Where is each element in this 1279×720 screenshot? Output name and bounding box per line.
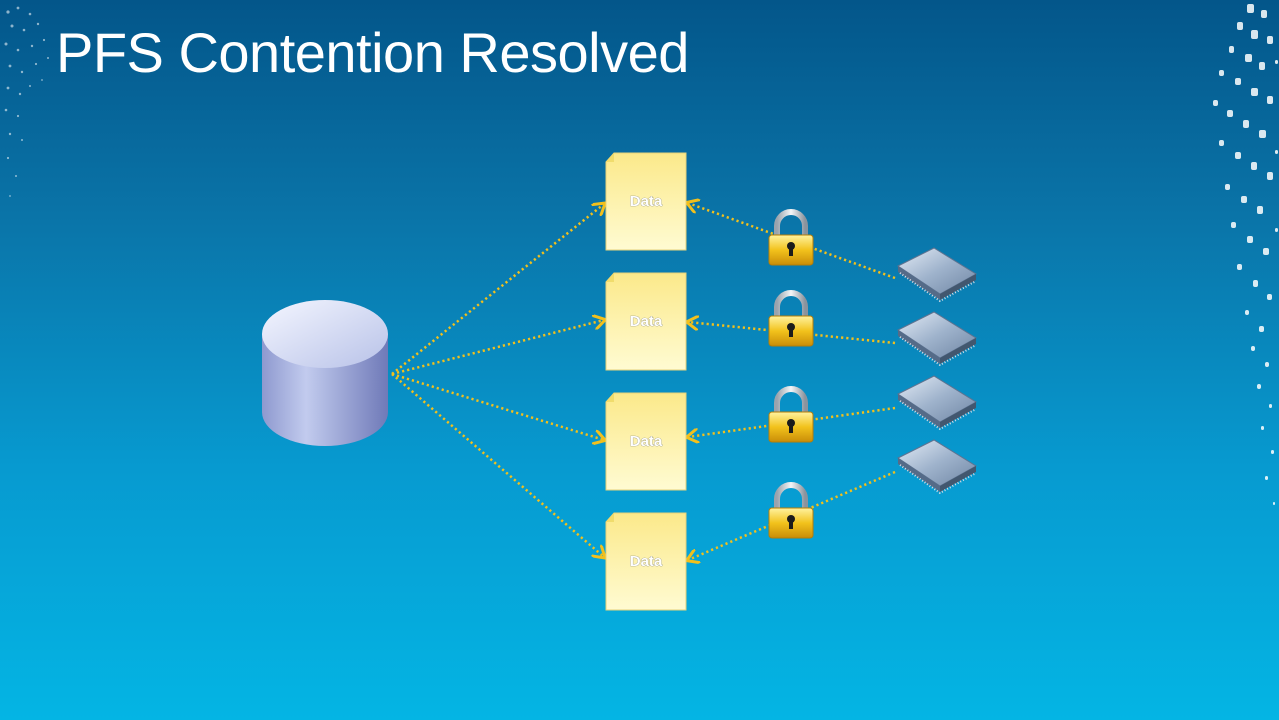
- padlock-icon: [768, 290, 814, 347]
- source-connectors: [391, 204, 604, 557]
- data-document-4: Data: [605, 512, 687, 611]
- cpu-chip-icon: [897, 247, 977, 303]
- document-label: Data: [630, 433, 663, 450]
- padlock-icon: [768, 386, 814, 443]
- decorative-dots-right: [1213, 4, 1278, 505]
- padlock-icon: [768, 482, 814, 539]
- connector-cpu4-doc-4: [688, 470, 896, 560]
- padlock-icon: [768, 209, 814, 266]
- connector-db-doc-1: [391, 204, 604, 375]
- connector-db-doc-4: [391, 373, 604, 557]
- data-document-2: Data: [605, 272, 687, 371]
- document-label: Data: [630, 193, 663, 210]
- database-cylinder-icon: [262, 300, 388, 446]
- data-document-1: Data: [605, 152, 687, 251]
- cpu-chip-icon: [897, 375, 977, 431]
- connector-db-doc-3: [391, 372, 604, 440]
- document-label: Data: [630, 313, 663, 330]
- data-document-3: Data: [605, 392, 687, 491]
- connector-db-doc-2: [391, 320, 604, 376]
- document-label: Data: [630, 553, 663, 570]
- cpu-chip-icon: [897, 439, 977, 495]
- decorative-dots-left: [4, 6, 49, 197]
- cpu-chip-icon: [897, 311, 977, 367]
- slide-title: PFS Contention Resolved: [56, 21, 689, 84]
